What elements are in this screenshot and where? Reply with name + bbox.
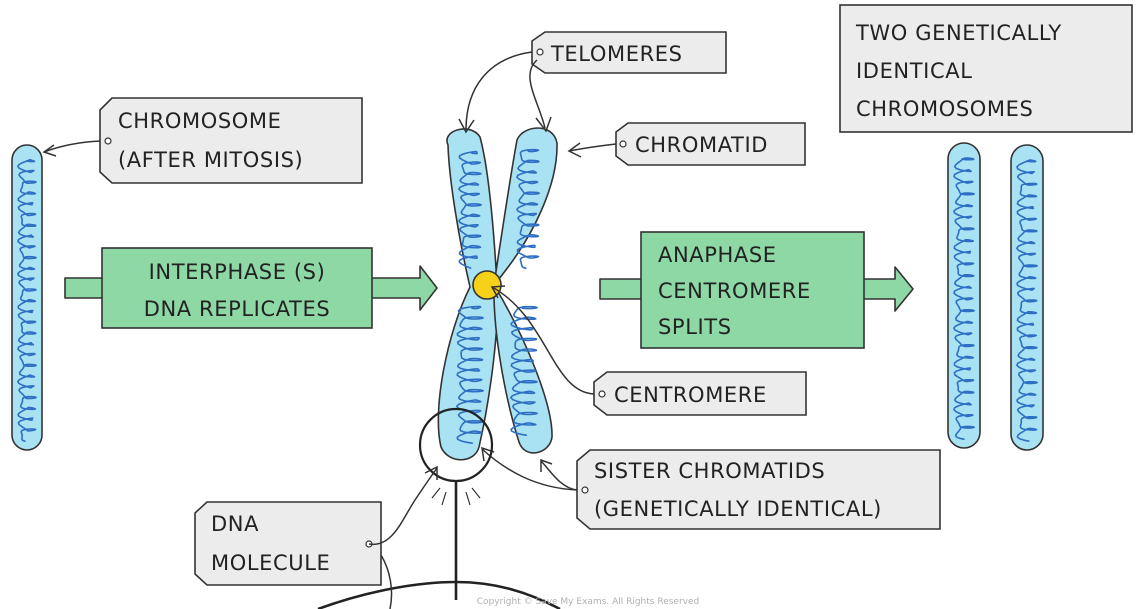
chromatid-text: CHROMATID	[635, 133, 768, 157]
centromere-text: CENTROMERE	[614, 383, 767, 407]
interphase-label-line2: DNA REPLICATES	[144, 297, 331, 321]
two-identical-label: TWO GENETICALLY IDENTICAL CHROMOSOMES	[840, 5, 1132, 132]
right-sister-chromatid	[494, 128, 557, 453]
anaphase-label-line1: ANAPHASE	[658, 243, 777, 267]
chromosome-after-mitosis-label: CHROMOSOME (AFTER MITOSIS)	[44, 98, 362, 183]
anaphase-label-line2: CENTROMERE	[658, 279, 811, 303]
dna-label-line1: DNA	[211, 512, 259, 536]
single-chromosome	[12, 145, 42, 450]
copyright-text: Copyright © Save My Exams. All Rights Re…	[477, 597, 699, 607]
interphase-label-line1: INTERPHASE (S)	[149, 260, 326, 284]
two-identical-line3: CHROMOSOMES	[856, 97, 1033, 121]
telomeres-text: TELOMERES	[550, 42, 683, 66]
chromosome-label-line1: CHROMOSOME	[118, 109, 281, 133]
chromosome-label-line2: (AFTER MITOSIS)	[118, 148, 303, 172]
interphase-arrow: INTERPHASE (S) DNA REPLICATES	[65, 248, 437, 328]
anaphase-arrow: ANAPHASE CENTROMERE SPLITS	[600, 232, 913, 348]
two-identical-chromosomes	[948, 143, 1043, 450]
dna-label-line2: MOLECULE	[211, 551, 330, 575]
sister-label-line2: (GENETICALLY IDENTICAL)	[594, 497, 882, 521]
sister-chromatids-label: SISTER CHROMATIDS (GENETICALLY IDENTICAL…	[482, 448, 940, 529]
sister-label-line1: SISTER CHROMATIDS	[594, 459, 825, 483]
anaphase-label-line3: SPLITS	[658, 315, 732, 339]
telomeres-label: TELOMERES	[459, 32, 726, 132]
two-identical-line1: TWO GENETICALLY	[855, 21, 1062, 45]
chromatid-label: CHROMATID	[569, 123, 805, 165]
two-identical-line2: IDENTICAL	[856, 59, 973, 83]
